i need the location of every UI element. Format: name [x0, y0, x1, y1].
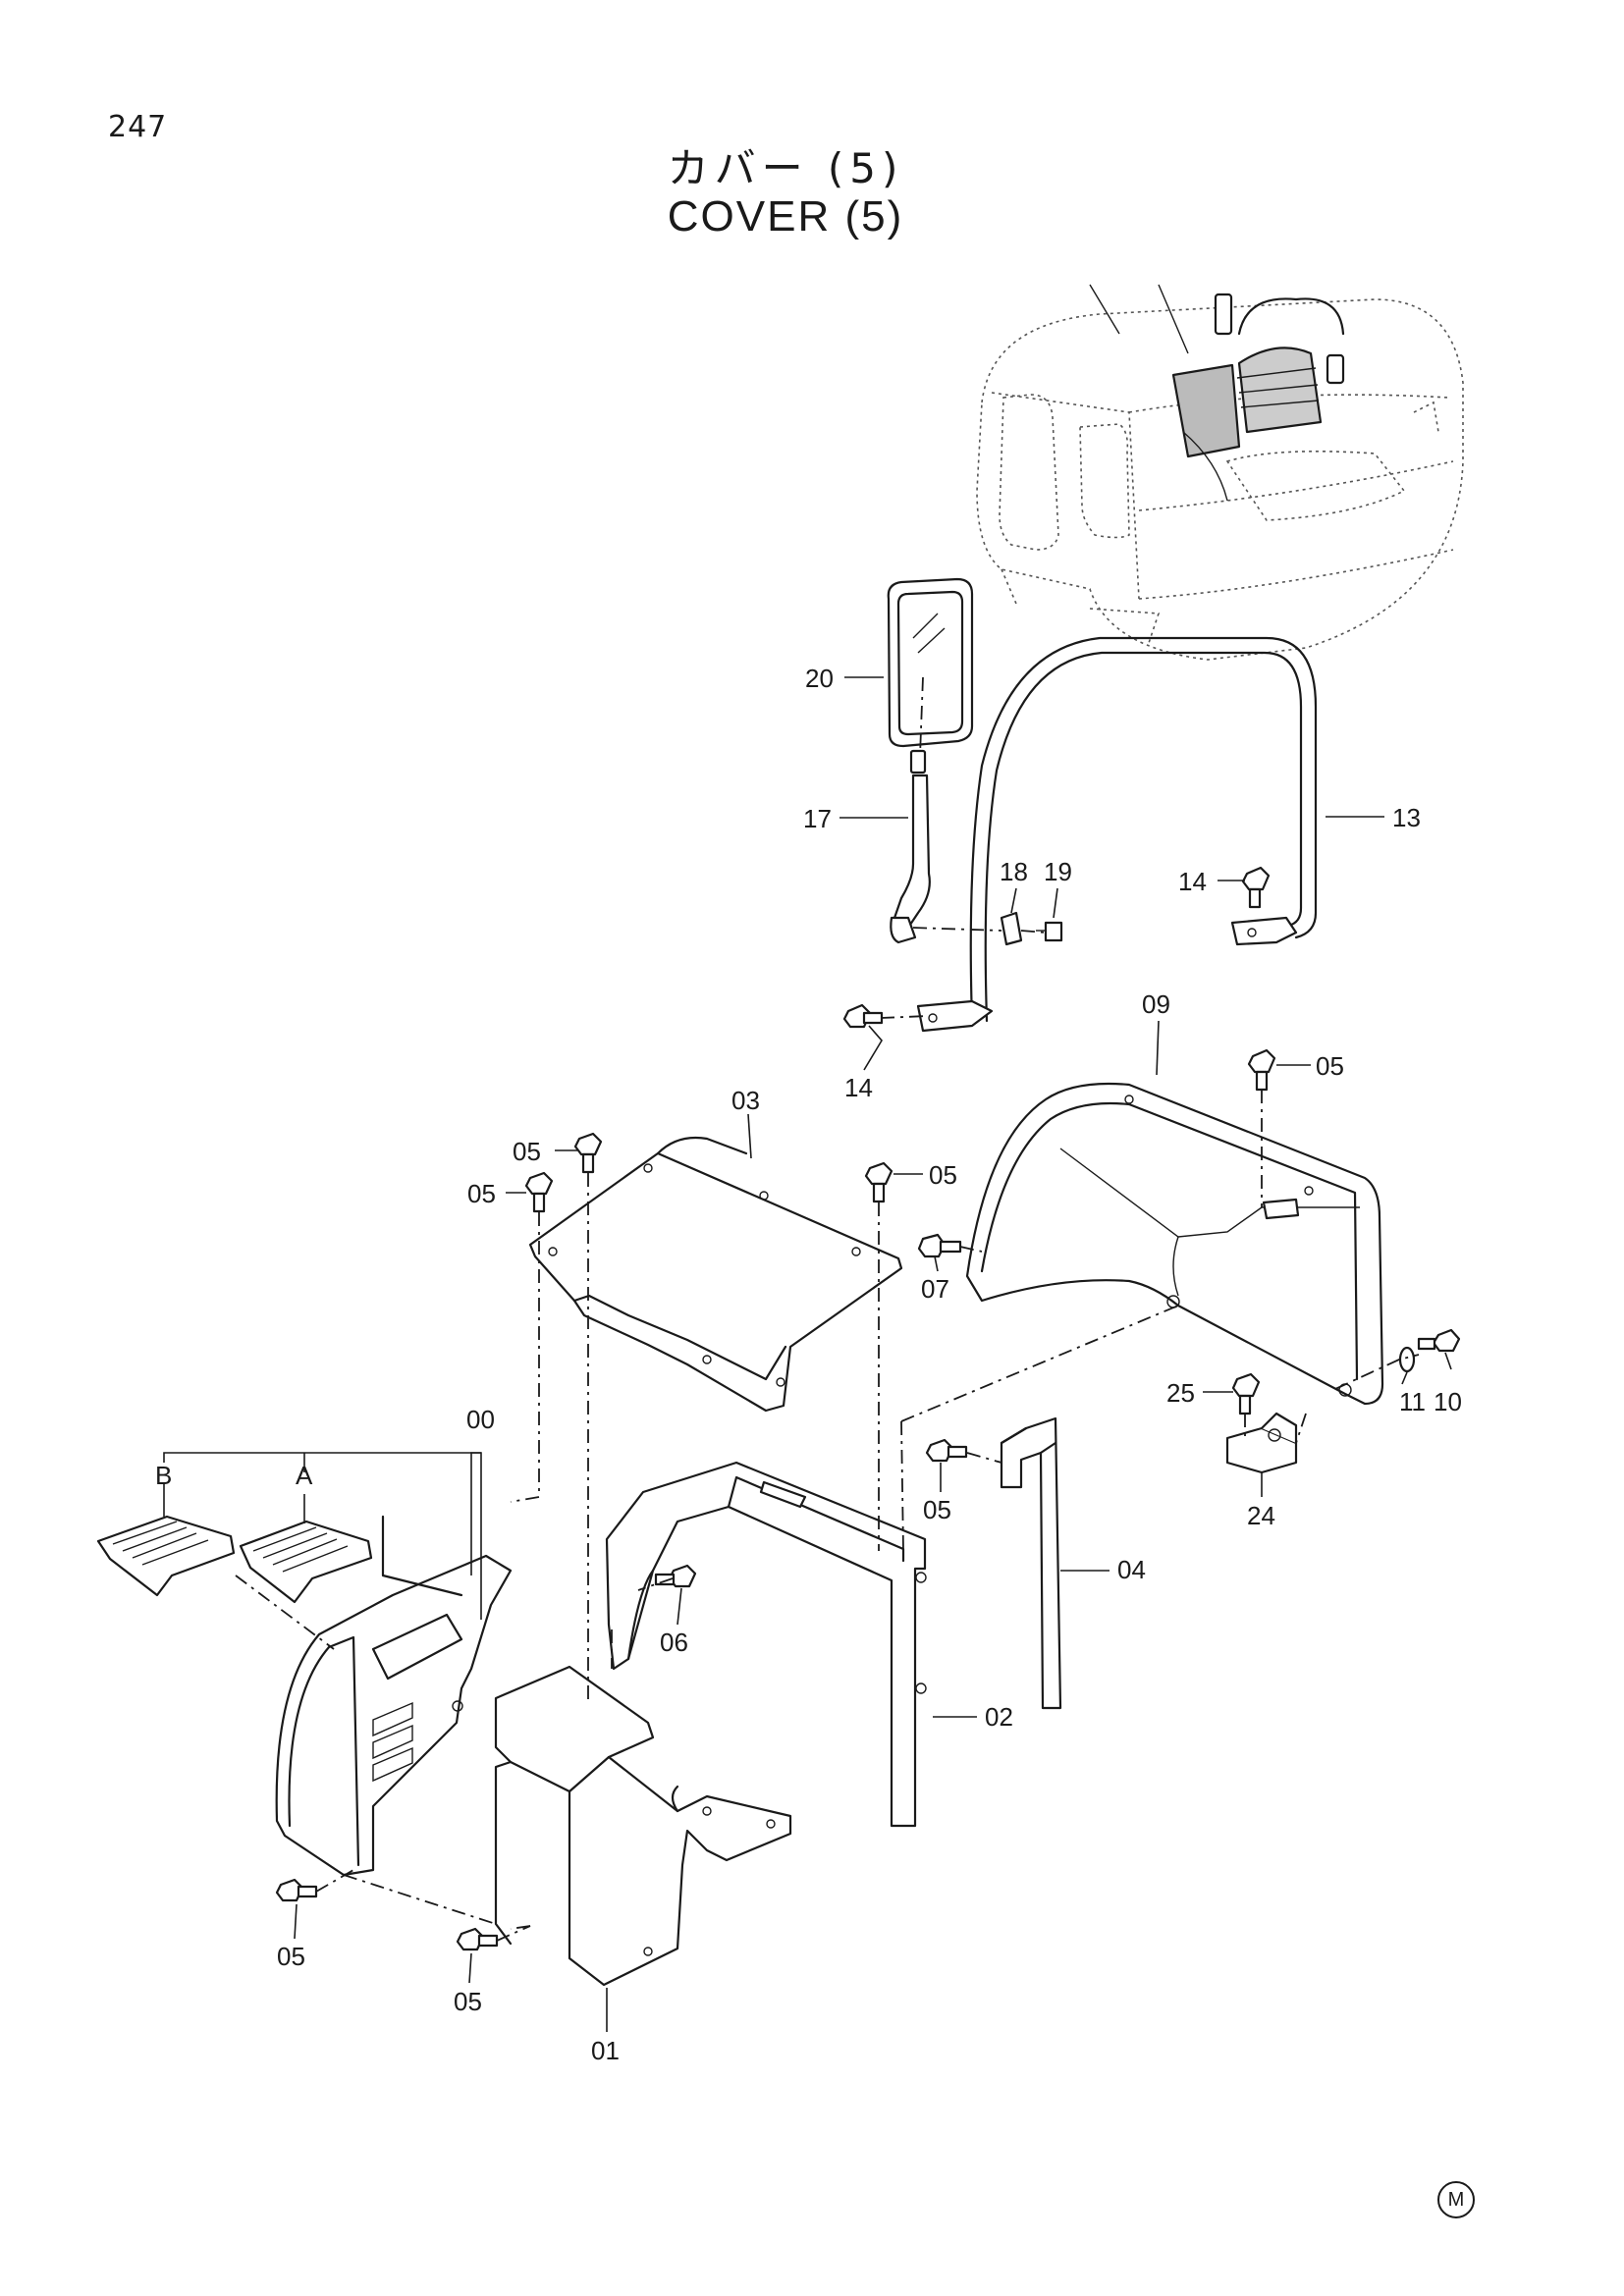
callout-18: 18: [1000, 857, 1028, 886]
callout-05-cover09: 05: [1316, 1051, 1344, 1081]
part-05-bolt-03-a: [573, 1132, 603, 1174]
part-05-bolt-00: [275, 1878, 318, 1902]
callout-02: 02: [985, 1702, 1013, 1732]
assembly-centerlines: [235, 1015, 1420, 1942]
callout-07: 07: [921, 1274, 949, 1304]
part-05-bolt-03-b: [524, 1171, 554, 1213]
part-19-nut: [1036, 921, 1063, 942]
callout-25: 25: [1166, 1378, 1195, 1408]
callout-04: 04: [1117, 1555, 1146, 1584]
callout-09: 09: [1142, 989, 1170, 1019]
callout-06: 06: [660, 1628, 688, 1657]
part-18-bracket: [1000, 911, 1047, 946]
title-japanese: カバー (5): [667, 144, 904, 192]
callout-05-bracket04: 05: [923, 1495, 951, 1524]
part-05-bolt-01: [456, 1927, 499, 1951]
part-13-handrail: [916, 636, 1318, 1033]
part-14-bolt-right: [1241, 866, 1271, 909]
part-11-washer: [1398, 1346, 1416, 1373]
part-06-bolt: [654, 1564, 697, 1588]
callout-17: 17: [803, 804, 832, 833]
machine-overview-illustration: [976, 284, 1464, 661]
part-00-front-cover: [275, 1515, 513, 1877]
callout-05-left-top: 05: [513, 1137, 541, 1166]
part-25-bolt: [1231, 1372, 1261, 1415]
part-07-bolt: [917, 1233, 962, 1258]
part-05-bolt-cover09: [1247, 1048, 1276, 1092]
leader-lines: [163, 676, 1452, 2032]
callout-labels: 20 17 13 14 18 19 14 09 05 03 05 05 05 0…: [155, 664, 1462, 2065]
callout-00: 00: [466, 1405, 495, 1434]
maker-mark-logo: M: [1437, 2181, 1475, 2218]
callout-14-left: 14: [844, 1073, 873, 1102]
callout-05-cover03: 05: [929, 1160, 957, 1190]
part-02-frame: [605, 1461, 927, 1828]
callout-05-left-mid: 05: [467, 1179, 496, 1208]
step-A: [239, 1520, 373, 1604]
part-24-bracket: [1225, 1412, 1298, 1474]
part-09-side-cover: [965, 1082, 1384, 1406]
part-14-bolt-left: [842, 1003, 884, 1029]
title-english: COVER (5): [667, 192, 904, 240]
callout-20: 20: [805, 664, 834, 693]
part-17-mirror-stay: [890, 774, 1002, 944]
part-04-bracket: [1000, 1416, 1062, 1710]
part-05-bolt-03-c: [864, 1161, 893, 1203]
callout-01: 01: [591, 2036, 620, 2065]
callout-B: B: [155, 1461, 172, 1490]
callout-11: 11: [1399, 1387, 1426, 1416]
step-B: [96, 1515, 236, 1597]
page-number: 247: [108, 110, 168, 144]
callout-14-right: 14: [1178, 867, 1207, 896]
callout-03: 03: [731, 1086, 760, 1115]
callout-24: 24: [1247, 1501, 1275, 1530]
callout-13: 13: [1392, 803, 1421, 832]
callout-10: 10: [1434, 1387, 1462, 1416]
part-05-bolt-04: [925, 1438, 968, 1463]
part-20-mirror: [887, 577, 974, 774]
callout-19: 19: [1044, 857, 1072, 886]
callout-05-bottom-left: 05: [277, 1942, 305, 1971]
part-01-lower-cover: [494, 1665, 792, 1987]
callout-05-bottom-center: 05: [454, 1987, 482, 2016]
part-03-top-cover: [528, 1136, 903, 1413]
part-10-bolt: [1417, 1328, 1461, 1353]
callout-A: A: [296, 1461, 313, 1490]
